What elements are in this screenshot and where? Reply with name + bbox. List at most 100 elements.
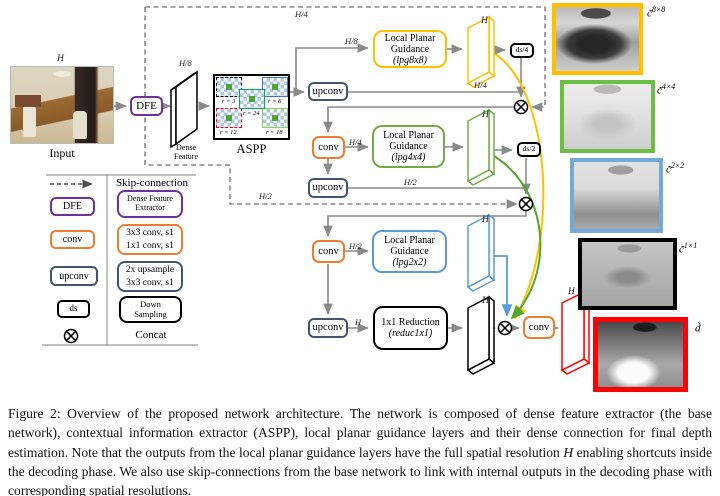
aspp-patch-r18 [262, 108, 288, 128]
label-upconv3-out-h: H [355, 317, 362, 327]
aspp-patch-r24 [239, 89, 265, 109]
upconv3-label: upconv [312, 322, 344, 334]
figure-caption-text-2: enabling shortcuts inside the decoding p… [8, 444, 712, 496]
line-concat1-to-conv2 [323, 106, 514, 133]
reduc1x1-subtitle: (reduc1x1) [388, 328, 433, 339]
aspp-patch-r6 [262, 77, 288, 97]
concat-node-2 [518, 196, 534, 212]
legend-dfe-desc-line2: Extractor [135, 203, 165, 212]
dense-connection-lpg8-curve [494, 53, 545, 320]
legend-upconv-desc: 2x upsample 3x3 conv, s1 [117, 261, 183, 292]
depth-map-4x4-exponent: 4×4 [661, 82, 676, 91]
lpg2x2-title: Local Planar Guidance [384, 235, 435, 257]
legend-conv-key: conv [50, 230, 95, 249]
legend-conv-desc-line1: 3x3 conv, s1 [126, 228, 174, 239]
legend-concat-icon [63, 328, 79, 344]
legend-ds-desc-line2: Sampling [134, 308, 167, 319]
lpg2-output-plane [466, 213, 496, 292]
aspp-patch-r3-label: r = 3 [222, 98, 236, 105]
figure-caption-math-h: H [563, 444, 574, 460]
label-lpg8-input-h8: H/8 [345, 36, 358, 46]
depth-map-4x4-symbol: c̃ [657, 84, 662, 97]
lpg8x8-subtitle: (lpg8x8) [393, 54, 427, 66]
conv2-block: conv [312, 136, 345, 159]
lpg4-output-plane [466, 108, 496, 186]
legend-frame [42, 174, 198, 346]
ds4-label: ds/4 [515, 45, 529, 55]
final-depth-plane [560, 290, 591, 375]
depth-map-8x8 [552, 3, 643, 75]
label-skip-h2: H/2 [259, 191, 272, 201]
legend-dfe-desc: Dense Feature Extractor [117, 190, 183, 218]
arrow-aspp-to-lpg8 [295, 43, 369, 92]
aspp-caption: ASPP [236, 142, 267, 156]
upconv1-label: upconv [312, 85, 344, 97]
depth-map-final-symbol: d̃ [695, 322, 701, 335]
dense-feature-caption: Dense Feature [160, 143, 212, 161]
lpg4x4-block: Local Planar Guidance (lpg4x4) [372, 125, 445, 168]
figure-caption: Figure 2: Overview of the proposed netwo… [8, 404, 712, 496]
chair-shape-left [23, 105, 36, 137]
label-upconv2-out-h2: H/2 [404, 177, 417, 187]
depth-map-1x1 [578, 238, 677, 310]
depth-map-4x4 [560, 80, 655, 153]
lpg8x8-title: Local Planar Guidance [384, 32, 436, 55]
dfe-label: DFE [136, 99, 157, 112]
chair-shape-right [73, 111, 87, 139]
skip-connection-h4 [145, 6, 546, 112]
dfe-block: DFE [130, 96, 163, 116]
legend-dfe-key-label: DFE [63, 201, 82, 212]
ds2-block: ds/2 [517, 142, 541, 157]
upconv1-block: upconv [308, 82, 348, 101]
aspp-patch-r18-label: r = 18 [266, 129, 283, 136]
network-architecture-diagram: H Input DFE H/8 Dense Feature r = 3 r = … [10, 3, 701, 392]
dense-connection-lpg4-curve [493, 155, 542, 320]
legend-upconv-desc-line2: 3x3 conv, s1 [126, 277, 174, 288]
legend-ds-key-label: ds [69, 303, 78, 314]
reduc-output-plane [466, 295, 496, 375]
label-plane1-h: H [482, 296, 489, 306]
depth-map-1x1-label: c̃1×1 [679, 241, 697, 256]
depth-map-1x1-exponent: 1×1 [683, 241, 698, 250]
concat-nodes [497, 99, 534, 336]
depth-map-8x8-exponent: 8×8 [651, 5, 666, 14]
dense-connection-lpg2-line [494, 255, 513, 317]
legend-conv-desc-line2: 1x1 conv, s1 [126, 240, 174, 251]
concat-node-1 [513, 99, 529, 115]
depth-map-2x2 [570, 158, 663, 233]
label-conv2-out-h4: H/4 [349, 137, 362, 147]
final-conv-block: conv [523, 316, 555, 339]
lpg8x8-block: Local Planar Guidance (lpg8x8) [373, 30, 447, 68]
dense-feature-size-label: H/8 [179, 58, 192, 68]
aspp-patch-r6-label: r = 6 [268, 98, 282, 105]
feature-planes [170, 15, 591, 375]
label-upconv1-out-h4: H/4 [474, 80, 487, 90]
legend-concat-desc: Concat [135, 329, 167, 341]
upconv2-label: upconv [312, 182, 344, 194]
depth-map-8x8-symbol: c̃ [647, 7, 652, 20]
ds4-block: ds/4 [510, 43, 534, 58]
conv3-block: conv [312, 240, 345, 263]
reduc1x1-block: 1x1 Reduction (reduc1x1) [373, 306, 448, 350]
input-image [10, 66, 114, 144]
line-concat2-to-conv3 [323, 211, 527, 237]
legend-conv-key-label: conv [62, 234, 83, 245]
legend-dfe-desc-line1: Dense Feature [127, 194, 173, 204]
label-skip-h4: H/4 [295, 9, 308, 19]
depth-map-2x2-symbol: c̃ [666, 163, 671, 176]
legend-ds-key: ds [57, 300, 90, 318]
legend-dfe-key: DFE [50, 197, 95, 216]
label-planef-h: H [568, 287, 575, 297]
conv3-label: conv [318, 245, 339, 257]
sideboard-shape [15, 95, 41, 107]
dense-feature-caption-line1: Dense [176, 143, 196, 152]
upconv3-block: upconv [308, 318, 348, 338]
aspp-patch-r24-label: r = 24 [243, 110, 260, 117]
depth-map-8x8-label: c̃8×8 [647, 5, 665, 20]
legend-header: Skip-connection [115, 177, 189, 189]
depth-map-1x1-symbol: c̃ [679, 243, 684, 256]
conv2-label: conv [318, 141, 339, 153]
aspp-patch-r12-label: r = 12 [220, 129, 237, 136]
dense-feature-caption-line2: Feature [174, 152, 198, 162]
